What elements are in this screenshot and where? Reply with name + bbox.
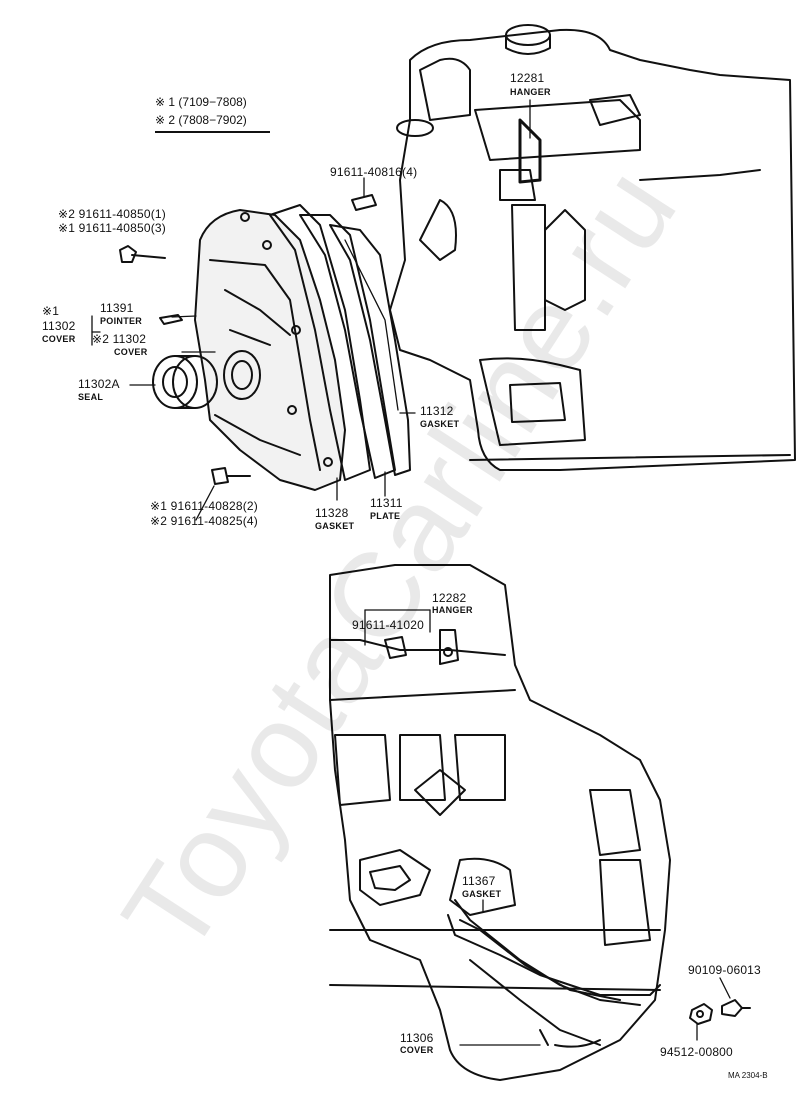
part-91611-40828-number[interactable]: ※1 91611-40828(2) bbox=[150, 499, 258, 513]
engine-block-lower bbox=[329, 564, 671, 1081]
part-11311-name: PLATE bbox=[370, 511, 401, 521]
part-90109-06013-number[interactable]: 90109-06013 bbox=[688, 963, 761, 977]
part-91611-40850-b-number[interactable]: ※1 91611-40850(3) bbox=[58, 221, 166, 235]
part-11312-name: GASKET bbox=[420, 419, 460, 429]
part-11302-number[interactable]: 11302 bbox=[42, 319, 76, 333]
part-11302a-name: SEAL bbox=[78, 392, 104, 402]
legend-line-1: ※ 1 (7109−7808) bbox=[155, 95, 247, 109]
part-94512-00800-number[interactable]: 94512-00800 bbox=[660, 1045, 733, 1059]
part-11391-number[interactable]: 11391 bbox=[100, 301, 134, 315]
leader-lines-upper bbox=[91, 99, 531, 521]
part-11302-mark-2-number[interactable]: ※2 11302 bbox=[92, 332, 147, 346]
part-11312-number[interactable]: 11312 bbox=[420, 404, 454, 418]
part-11302-mark-2-name: COVER bbox=[114, 347, 148, 357]
bolt-nut-lower bbox=[689, 999, 751, 1025]
part-11302-mark-1: ※1 bbox=[42, 304, 60, 318]
part-12282-number[interactable]: 12282 bbox=[432, 591, 467, 605]
seal-drawing bbox=[152, 355, 218, 409]
legend-line-2: ※ 2 (7808−7902) bbox=[155, 113, 247, 127]
part-11367-name: GASKET bbox=[462, 889, 502, 899]
timing-cover bbox=[194, 209, 346, 491]
part-91611-40816-number[interactable]: 91611-40816(4) bbox=[330, 165, 418, 179]
part-11328-name: GASKET bbox=[315, 521, 355, 531]
part-11302a-number[interactable]: 11302A bbox=[78, 377, 120, 391]
drawing-code: MA 2304-B bbox=[728, 1071, 768, 1080]
gasket-plate-strips bbox=[269, 204, 411, 481]
part-11302-name: COVER bbox=[42, 334, 76, 344]
engine-block-upper bbox=[389, 24, 796, 471]
part-11306-name: COVER bbox=[400, 1045, 434, 1055]
part-91611-40850-a-number[interactable]: ※2 91611-40850(1) bbox=[58, 207, 166, 221]
hanger-lower bbox=[384, 629, 459, 665]
bolts-upper bbox=[119, 194, 377, 485]
leader-lines-lower bbox=[364, 609, 731, 1046]
part-12282-name: HANGER bbox=[432, 605, 473, 615]
part-91611-41020-number[interactable]: 91611-41020 bbox=[352, 618, 425, 632]
part-12281-number[interactable]: 12281 bbox=[510, 71, 545, 85]
part-91611-40825-number[interactable]: ※2 91611-40825(4) bbox=[150, 514, 258, 528]
part-11306-number[interactable]: 11306 bbox=[400, 1031, 434, 1045]
part-11328-number[interactable]: 11328 bbox=[315, 506, 349, 520]
part-11367-number[interactable]: 11367 bbox=[462, 874, 496, 888]
part-11311-number[interactable]: 11311 bbox=[370, 496, 403, 510]
part-11391-name: POINTER bbox=[100, 316, 143, 326]
part-12281-name: HANGER bbox=[510, 87, 551, 97]
